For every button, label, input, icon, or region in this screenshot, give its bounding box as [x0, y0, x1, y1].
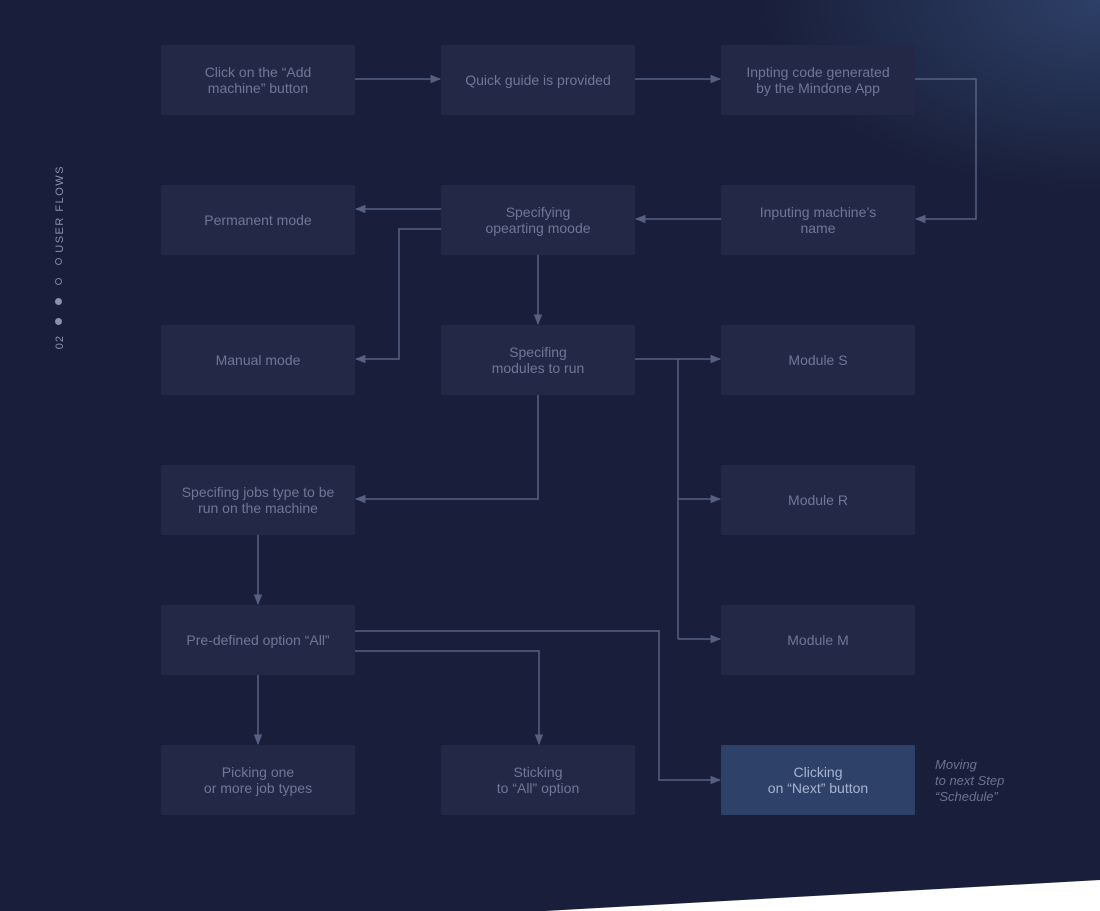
- node-modules-to-run: Specifing modules to run: [441, 325, 635, 395]
- step-dot-2[interactable]: [55, 278, 62, 285]
- edge-predefined-to-stick: [355, 650, 544, 746]
- edge-code-to-name: [914, 78, 977, 224]
- node-module-m: Module M: [721, 605, 915, 675]
- edge-predefined-to-next: [355, 630, 722, 785]
- node-permanent-mode: Permanent mode: [161, 185, 355, 255]
- step-dot-3[interactable]: [55, 298, 62, 305]
- step-dot-1[interactable]: [55, 258, 62, 265]
- node-add-machine: Click on the “Add machine” button: [161, 45, 355, 115]
- node-machine-name: Inputing machine’s name: [721, 185, 915, 255]
- next-step-note: Moving to next Step “Schedule”: [935, 757, 1005, 804]
- node-module-r: Module R: [721, 465, 915, 535]
- node-operating-mode: Specifying opearting moode: [441, 185, 635, 255]
- node-input-code: Inpting code generated by the Mindone Ap…: [721, 45, 915, 115]
- node-predefined-all: Pre-defined option “All”: [161, 605, 355, 675]
- node-manual-mode: Manual mode: [161, 325, 355, 395]
- node-quick-guide: Quick guide is provided: [441, 45, 635, 115]
- section-indicator: USER FLOWS 02: [40, 165, 80, 355]
- node-jobs-type: Specifing jobs type to be run on the mac…: [161, 465, 355, 535]
- node-module-s: Module S: [721, 325, 915, 395]
- edge-mode-to-manual: [354, 228, 441, 364]
- edge-modules-to-jobs: [354, 395, 539, 504]
- node-click-next: Clicking on “Next” button: [721, 745, 915, 815]
- node-stick-all: Sticking to “All” option: [441, 745, 635, 815]
- node-pick-job-types: Picking one or more job types: [161, 745, 355, 815]
- step-dot-4[interactable]: [55, 318, 62, 325]
